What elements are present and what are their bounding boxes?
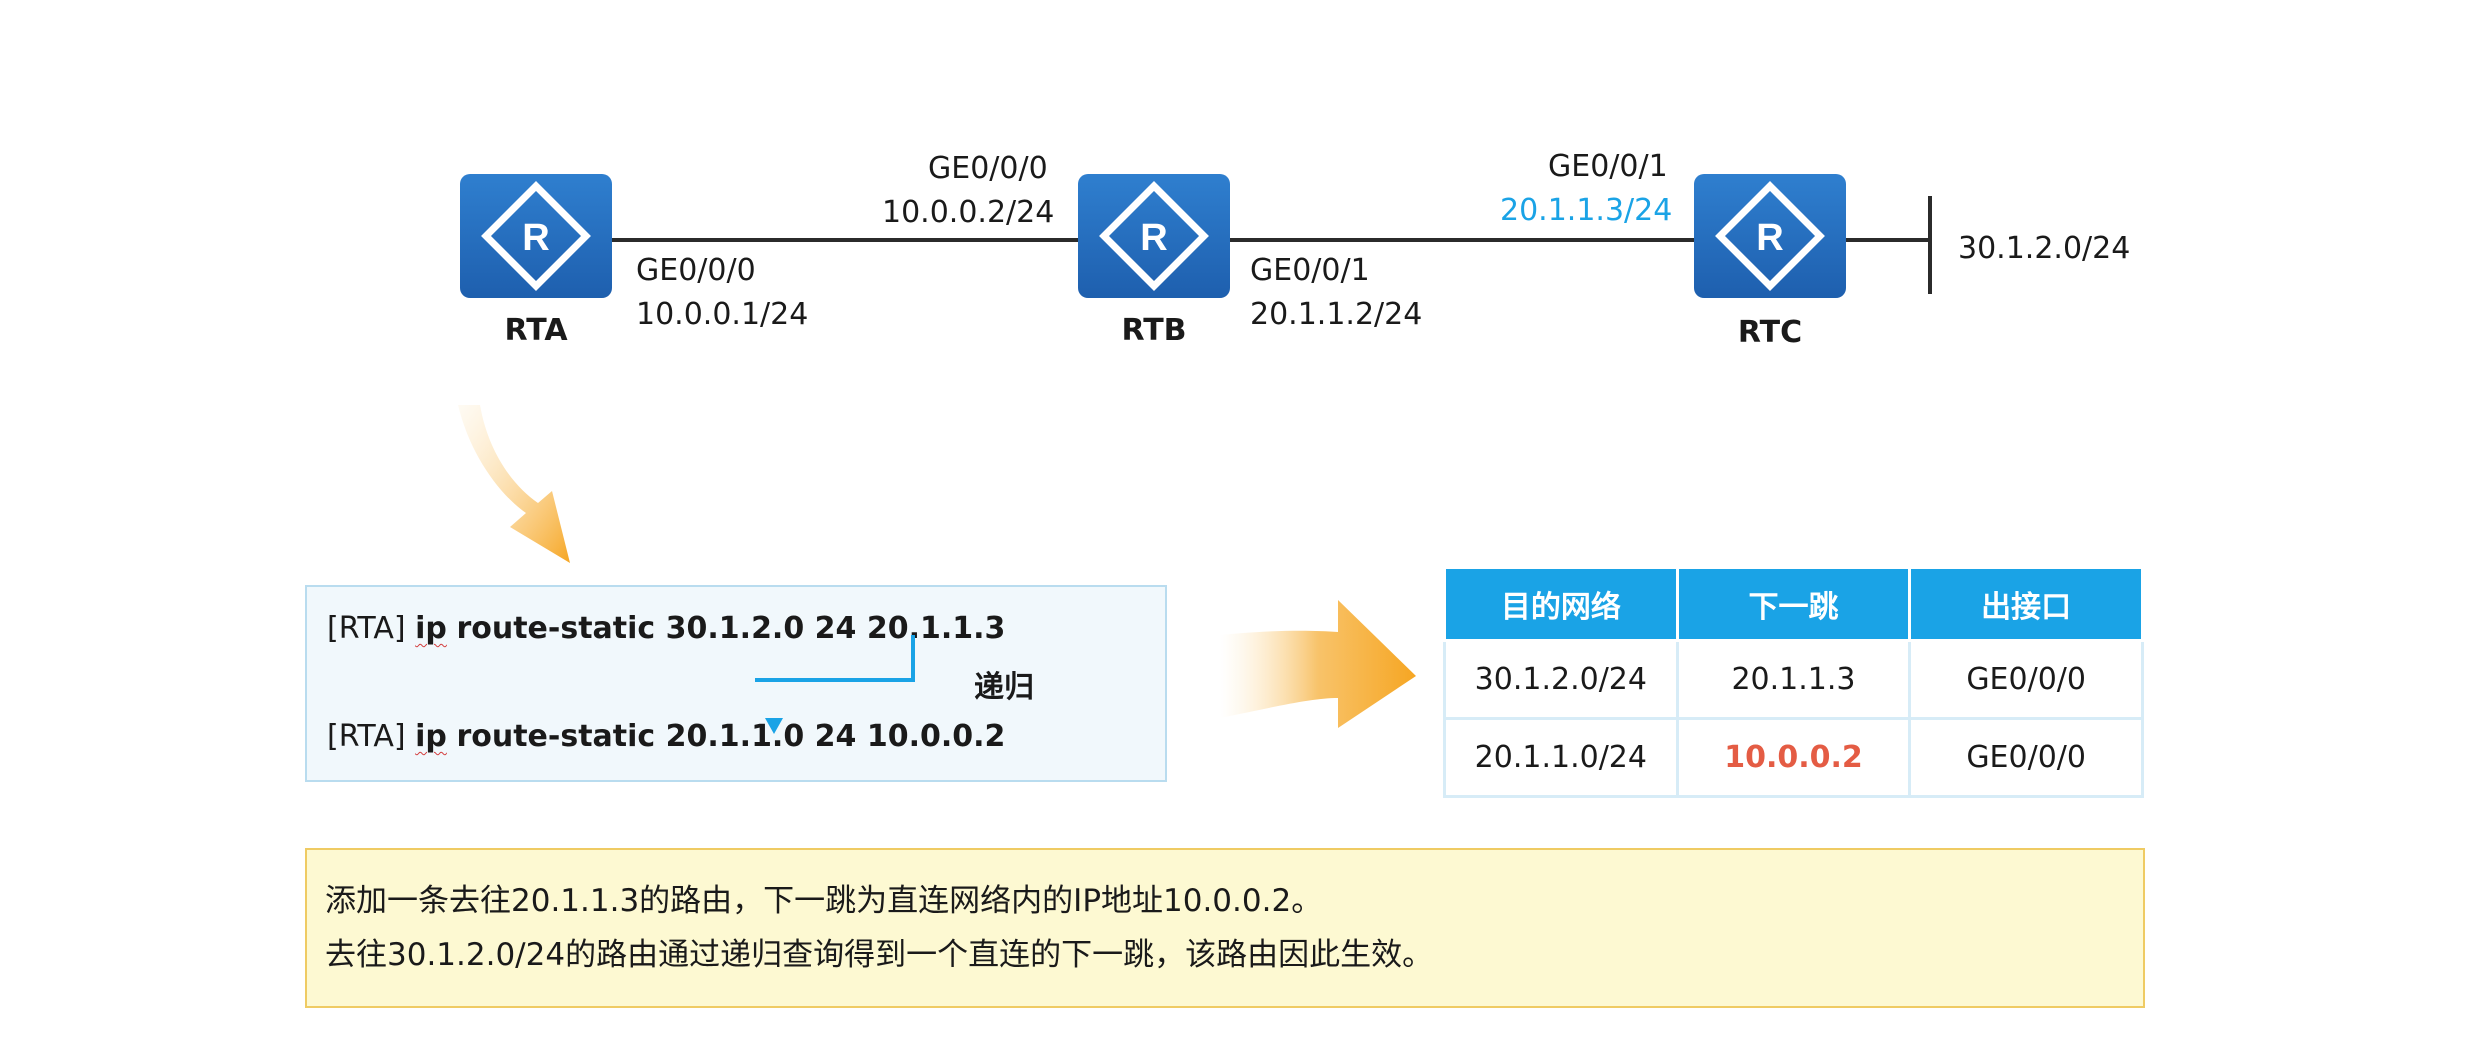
header-destination: 目的网络 — [1443, 566, 1679, 642]
rtb-left-ip: 10.0.0.2/24 — [882, 195, 1055, 230]
router-rtb-label: RTB — [1121, 313, 1187, 348]
header-out-interface: 出接口 — [1908, 566, 2144, 642]
svg-text:R: R — [522, 217, 549, 259]
right-arrow-icon — [1220, 600, 1416, 728]
rtb-right-ip: 20.1.1.2/24 — [1250, 297, 1423, 332]
network-label: 30.1.2.0/24 — [1958, 231, 2131, 266]
router-rta-icon[interactable]: R — [460, 174, 612, 298]
rta-ip: 10.0.0.1/24 — [636, 297, 809, 332]
keyword-ip: ip — [415, 611, 447, 646]
prompt: [RTA] — [327, 719, 406, 754]
header-next-hop: 下一跳 — [1675, 566, 1912, 642]
note-line-2: 去往30.1.2.0/24的路由通过递归查询得到一个直连的下一跳，该路由因此生效… — [325, 937, 1434, 973]
table-row: 30.1.2.0/24 20.1.1.3 GE0/0/0 — [1443, 639, 2144, 720]
recursion-arrow-icon — [755, 635, 915, 734]
router-rtc-icon[interactable]: R — [1694, 174, 1846, 298]
command-box: [RTA] ip route-static 30.1.2.0 24 20.1.1… — [305, 585, 1167, 782]
row1-destination: 30.1.2.0/24 — [1443, 639, 1679, 720]
row1-next-hop: 20.1.1.3 — [1675, 639, 1912, 720]
command-2-text: route-static 20.1.1.0 24 10.0.0.2 — [456, 719, 1006, 754]
table-row: 20.1.1.0/24 10.0.0.2 GE0/0/0 — [1443, 717, 2144, 798]
row2-destination: 20.1.1.0/24 — [1443, 717, 1679, 798]
link-rtb-rtc — [1230, 238, 1696, 242]
prompt: [RTA] — [327, 611, 406, 646]
rta-interface: GE0/0/0 — [636, 253, 756, 288]
link-rta-rtb — [612, 238, 1082, 242]
router-rta-label: RTA — [504, 313, 568, 348]
svg-text:R: R — [1756, 217, 1783, 259]
row2-out-interface: GE0/0/0 — [1908, 717, 2144, 798]
row1-out-interface: GE0/0/0 — [1908, 639, 2144, 720]
curved-arrow-icon — [458, 405, 570, 563]
rtb-right-interface: GE0/0/1 — [1250, 253, 1370, 288]
explanation-note: 添加一条去往20.1.1.3的路由，下一跳为直连网络内的IP地址10.0.0.2… — [305, 848, 2145, 1008]
command-line-2: [RTA] ip route-static 20.1.1.0 24 10.0.0… — [327, 717, 1005, 757]
svg-text:R: R — [1140, 217, 1167, 259]
keyword-ip: ip — [415, 719, 447, 754]
rtc-interface: GE0/0/1 — [1548, 149, 1668, 184]
router-rtb-icon[interactable]: R — [1078, 174, 1230, 298]
row2-next-hop: 10.0.0.2 — [1675, 717, 1912, 798]
table-header-row: 目的网络 下一跳 出接口 — [1443, 566, 2144, 642]
routing-table: 目的网络 下一跳 出接口 30.1.2.0/24 20.1.1.3 GE0/0/… — [1443, 566, 2144, 798]
rtc-ip: 20.1.1.3/24 — [1500, 193, 1673, 228]
link-rtc-network — [1844, 238, 1932, 242]
network-segment-bar — [1928, 196, 1932, 294]
note-line-1: 添加一条去往20.1.1.3的路由，下一跳为直连网络内的IP地址10.0.0.2… — [325, 883, 1323, 919]
router-rtc-label: RTC — [1737, 315, 1803, 350]
recursion-label: 递归 — [974, 670, 1034, 705]
rtb-left-interface: GE0/0/0 — [928, 151, 1048, 186]
